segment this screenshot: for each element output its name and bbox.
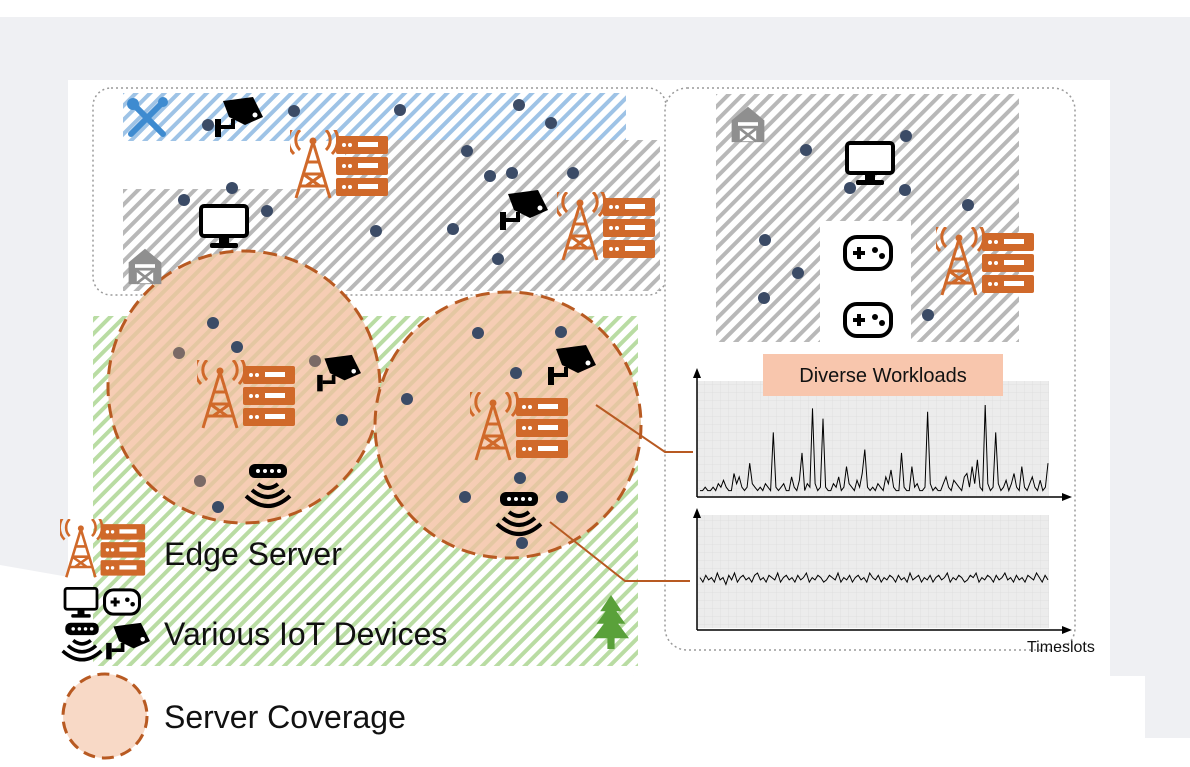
device-dots	[178, 99, 974, 549]
legend-edge-server-label: Edge Server	[164, 536, 342, 572]
chart-bottom-bg	[697, 515, 1049, 628]
x-axis-label: Timeslots	[1027, 639, 1095, 656]
title-text: Diverse Workloads	[799, 365, 966, 387]
chart-bottom-y-arrow	[693, 508, 701, 518]
legend: Edge Server Various IoT Devices Server C…	[60, 519, 447, 760]
chart-bottom-x-arrow	[1062, 626, 1072, 634]
chart-top-x-arrow	[1062, 493, 1072, 501]
workload-chart-bottom	[693, 508, 1072, 634]
coverage-circle-left	[106, 249, 382, 525]
legend-coverage-label: Server Coverage	[164, 699, 406, 735]
inactive-dots	[173, 347, 321, 487]
workload-chart-top	[693, 368, 1072, 501]
chart-top-series-line	[700, 404, 1049, 493]
legend-iot-label: Various IoT Devices	[164, 616, 447, 652]
connector-lines	[549, 404, 693, 582]
chart-top-bg	[697, 381, 1049, 496]
gamepad-icon	[843, 302, 893, 338]
title-box	[763, 354, 1003, 396]
legend-coverage-icon	[61, 672, 149, 760]
coverage-circle-right	[373, 290, 643, 560]
chart-bottom-series-line	[699, 571, 1049, 586]
chart-top-y-arrow	[693, 368, 701, 378]
gamepad-icon	[843, 235, 893, 271]
legend-gamepad-icon	[103, 588, 141, 616]
